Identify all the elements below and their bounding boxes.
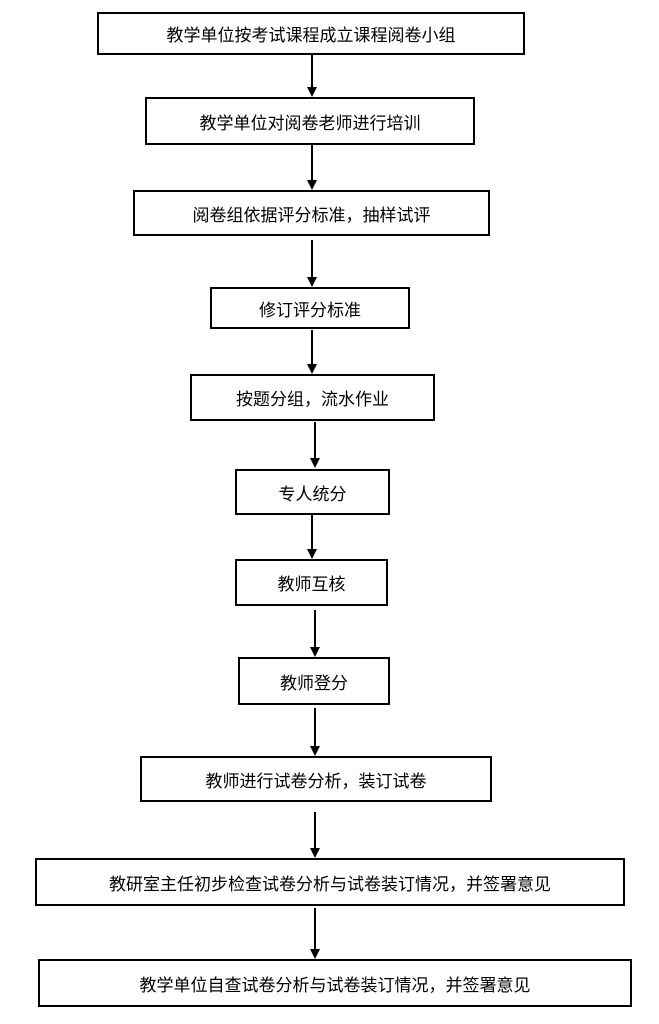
step-5-box: 按题分组，流水作业 <box>190 374 435 421</box>
step-2-box: 教学单位对阅卷老师进行培训 <box>145 97 475 145</box>
step-label: 教学单位对阅卷老师进行培训 <box>199 113 421 134</box>
step-label: 修订评分标准 <box>259 300 361 321</box>
step-1-box: 教学单位按考试课程成立课程阅卷小组 <box>97 12 525 55</box>
step-label: 教师互核 <box>277 575 346 595</box>
step-9-box: 教师进行试卷分析，装订试卷 <box>140 756 492 802</box>
step-label: 教师登分 <box>280 673 348 694</box>
step-7-box: 教师互核 <box>235 559 388 606</box>
step-4-box: 修订评分标准 <box>210 287 410 329</box>
step-label: 教学单位按考试课程成立课程阅卷小组 <box>166 26 456 46</box>
step-label: 按题分组，流水作业 <box>236 390 389 410</box>
step-label: 专人统分 <box>278 484 347 505</box>
step-6-box: 专人统分 <box>235 469 390 515</box>
step-8-box: 教师登分 <box>238 657 390 705</box>
step-label: 教师进行试卷分析，装订试卷 <box>205 771 427 792</box>
step-label: 阅卷组依据评分标准，抽样试评 <box>192 205 431 226</box>
step-10-box: 教研室主任初步检查试卷分析与试卷装订情况，并签署意见 <box>35 858 625 906</box>
step-label: 教学单位自查试卷分析与试卷装订情况，并签署意见 <box>139 975 531 996</box>
step-3-box: 阅卷组依据评分标准，抽样试评 <box>133 190 490 236</box>
step-11-box: 教学单位自查试卷分析与试卷装订情况，并签署意见 <box>38 959 632 1007</box>
step-label: 教研室主任初步检查试卷分析与试卷装订情况，并签署意见 <box>109 874 551 895</box>
